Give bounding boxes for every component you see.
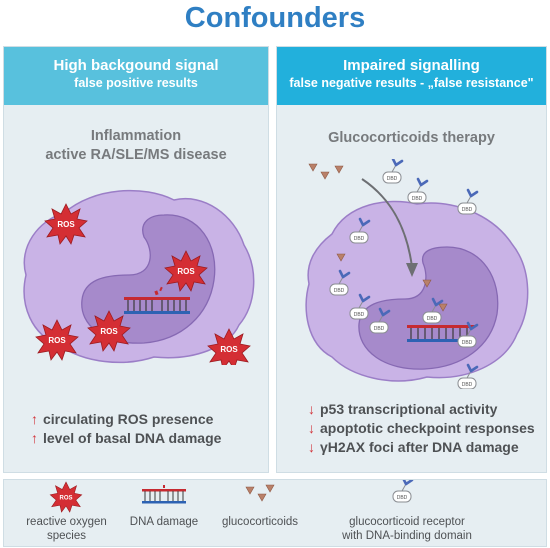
ros-legend-icon: ROS xyxy=(49,481,83,513)
right-panel-header: Impaired signalling false negative resul… xyxy=(277,47,546,105)
dna-legend-icon xyxy=(142,485,186,504)
receptor-icon: DBD xyxy=(421,297,444,325)
ros-marker: ROS xyxy=(164,250,208,292)
dbd-label: DBD xyxy=(354,312,365,318)
ros-marker-label: ROS xyxy=(48,336,66,345)
inflamed-cell-illustration: ROS ROS ROS ROS ROS ROS xyxy=(23,189,255,365)
left-effects: ↑circulating ROS presence ↑level of basa… xyxy=(31,410,221,448)
receptor-icon: DBD xyxy=(381,159,404,185)
up-arrow-icon: ↑ xyxy=(31,430,38,446)
up-arrow-icon: ↑ xyxy=(31,411,38,427)
left-condition-line1: Inflammation xyxy=(90,128,182,144)
dbd-label: DBD xyxy=(427,316,438,322)
dbd-label: DBD xyxy=(354,236,365,242)
ros-marker-label: ROS xyxy=(57,220,75,229)
ros-marker-label: ROS xyxy=(220,345,238,354)
effect-item: ↑circulating ROS presence xyxy=(31,411,214,427)
ros-marker-label: ROS xyxy=(177,267,195,276)
left-panel: High backgound signal false positive res… xyxy=(3,46,269,473)
left-panel-header: High backgound signal false positive res… xyxy=(4,47,268,105)
left-panel-heading: High backgound signal xyxy=(53,57,219,74)
dbd-label: DBD xyxy=(334,288,345,294)
right-condition: Glucocorticoids therapy xyxy=(328,130,495,146)
glucocorticoid-cell-illustration: DBD DBD DBD DBD DBD DBD DBD DBD DBD DBD xyxy=(305,159,529,389)
gc-legend-label: glucocorticoids xyxy=(221,516,299,528)
down-arrow-icon: ↓ xyxy=(308,420,315,436)
dna-legend-label: DNA damage xyxy=(129,516,199,528)
left-condition: Inflammation active RA/SLE/MS disease xyxy=(4,127,268,165)
legend-icons: ROS DBD xyxy=(49,480,414,513)
effect-item: ↓apoptotic checkpoint responses xyxy=(308,420,535,436)
page-title: Confounders xyxy=(184,2,366,34)
effect-item: ↑level of basal DNA damage xyxy=(31,430,222,446)
receptor-icon: DBD xyxy=(456,363,479,389)
ros-legend-icon-label: ROS xyxy=(59,495,72,501)
legend: ROS DBD reactive oxygen species DNA dama… xyxy=(3,479,547,547)
gc-legend-icon xyxy=(245,484,275,502)
dbd-label: DBD xyxy=(412,196,423,202)
gc-molecule xyxy=(334,165,344,174)
dbd-label: DBD xyxy=(387,176,398,182)
left-condition-line2: active RA/SLE/MS disease xyxy=(45,147,227,163)
ros-marker: ROS xyxy=(35,319,79,361)
dbd-label: DBD xyxy=(374,326,385,332)
ros-marker: ROS xyxy=(87,310,131,352)
right-panel-heading: Impaired signalling xyxy=(343,57,480,74)
receptor-icon: DBD xyxy=(368,307,391,335)
right-panel-subheading: false negative results - „false resistan… xyxy=(289,76,534,90)
effect-item: ↓p53 transcriptional activity xyxy=(308,401,498,417)
gc-molecule xyxy=(320,171,330,180)
dbd-label: DBD xyxy=(462,340,473,346)
ros-marker: ROS xyxy=(44,203,88,245)
receptor-icon: DBD xyxy=(456,321,479,349)
effect-item: ↓γH2AX foci after DNA damage xyxy=(308,439,519,455)
right-panel: Impaired signalling false negative resul… xyxy=(276,46,547,473)
receptor-legend-icon: DBD xyxy=(391,480,414,504)
receptor-icon: DBD xyxy=(348,217,371,245)
down-arrow-icon: ↓ xyxy=(308,401,315,417)
receptor-icon: DBD xyxy=(348,293,371,321)
receptor-legend-icon-label: DBD xyxy=(397,495,408,501)
down-arrow-icon: ↓ xyxy=(308,439,315,455)
receptor-icon: DBD xyxy=(456,188,479,216)
entry-arrow xyxy=(361,178,413,268)
dbd-label: DBD xyxy=(462,207,473,213)
receptor-legend-label: glucocorticoid receptor with DNA-binding… xyxy=(342,516,472,542)
dna-damage-icon xyxy=(124,286,190,314)
ros-marker-label: ROS xyxy=(100,327,118,336)
receptor-icon: DBD xyxy=(406,177,429,205)
receptor-icon: DBD xyxy=(328,269,351,297)
ros-legend-label: reactive oxygen species xyxy=(26,516,107,542)
gc-molecule xyxy=(308,163,318,172)
ros-marker: ROS xyxy=(207,328,251,365)
left-panel-subheading: false positive results xyxy=(74,76,198,90)
dbd-label: DBD xyxy=(462,382,473,388)
right-effects: ↓p53 transcriptional activity ↓apoptotic… xyxy=(308,400,535,457)
